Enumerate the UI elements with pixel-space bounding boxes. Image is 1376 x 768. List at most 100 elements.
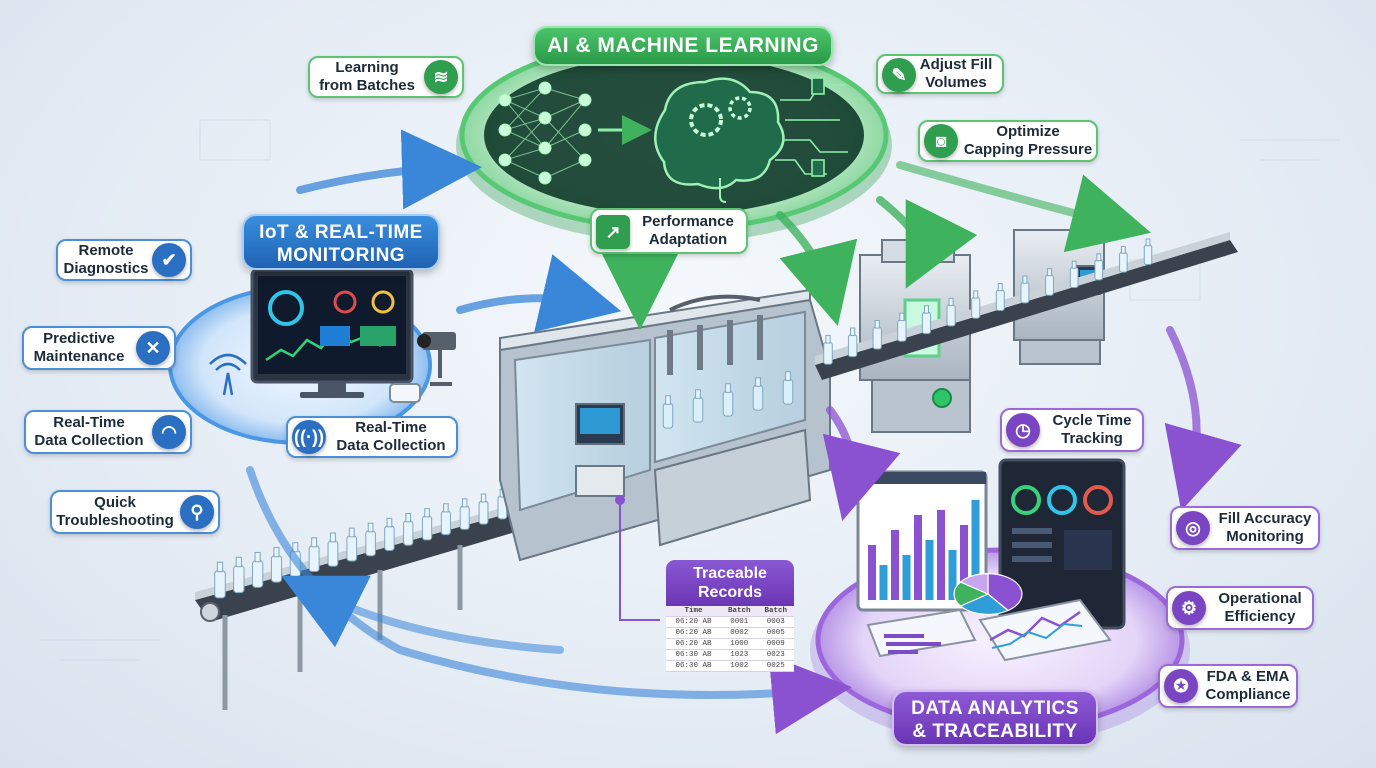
label-predictive-maintenance: Predictive Maintenance ✕ <box>22 326 176 370</box>
pie-slice <box>959 593 1010 615</box>
iot-to-analytics-arrow <box>246 466 852 735</box>
line-to-analytics-arrow <box>1164 326 1242 511</box>
label-fill-accuracy-monitoring: ◎ Fill Accuracy Monitoring <box>1170 506 1320 550</box>
bottle <box>214 561 226 599</box>
bottle <box>823 334 833 365</box>
ai-hub-title: AI & MACHINE LEARNING <box>533 26 833 66</box>
chart-gear-icon: ⚙ <box>1172 591 1206 625</box>
bottle <box>308 537 320 573</box>
bottle <box>233 556 245 594</box>
table-cell: 1023 <box>721 649 758 661</box>
bar <box>948 550 957 600</box>
bar <box>879 565 888 600</box>
table-cell: 0003 <box>757 616 794 628</box>
bottles-in-filler <box>662 371 794 429</box>
bottle <box>752 377 764 411</box>
bottle <box>403 512 414 546</box>
layers-icon: ≋ <box>424 60 458 94</box>
bottle <box>459 498 470 530</box>
analytics-hub-title: DATA ANALYTICS & TRACEABILITY <box>892 690 1098 746</box>
ai-to-line-arrow <box>776 211 858 327</box>
table-cell: 06:20 AB <box>666 627 722 639</box>
bar <box>868 545 876 600</box>
bottle <box>872 320 882 350</box>
wrench-screwdriver-icon: ✕ <box>136 331 170 365</box>
records-column-header: Batch <box>757 606 794 617</box>
bar-chart <box>868 500 980 600</box>
bar <box>902 555 911 600</box>
bottle <box>921 305 932 335</box>
label-fda-ema-compliance: ✪ FDA & EMA Compliance <box>1158 664 1298 708</box>
bottle <box>722 383 734 417</box>
table-cell: 0009 <box>757 638 794 650</box>
analytics-screen-right <box>998 458 1126 630</box>
table-cell: 0023 <box>757 649 794 661</box>
bottle <box>692 389 704 423</box>
traceable-records-title: Traceable Records <box>666 560 794 606</box>
table-cell: 1002 <box>721 660 758 672</box>
bar <box>914 515 922 600</box>
table-cell: 1000 <box>721 638 758 650</box>
camera-icon <box>417 332 456 386</box>
filler-to-analytics-arrow <box>822 406 901 522</box>
bottle <box>847 327 858 358</box>
dropper-icon: ✎ <box>882 58 916 92</box>
magnifier-gear-icon: ⚲ <box>180 495 214 529</box>
table-cell: 0005 <box>757 627 794 639</box>
bottle <box>782 371 794 405</box>
bar <box>925 540 934 600</box>
label-remote-diagnostics: Remote Diagnostics ✔ <box>56 239 192 281</box>
bottle <box>1143 238 1153 265</box>
neural-network-icon <box>498 81 592 185</box>
iot-hub-title: IoT & REAL-TIME MONITORING <box>242 214 440 270</box>
table-cell: 06:30 AB <box>666 660 722 672</box>
target-icon: ◎ <box>1176 511 1210 545</box>
label-real-time-data-collection: Real-Time Data Collection ◠ <box>24 410 192 454</box>
tablet-check-icon: ✔ <box>152 243 186 277</box>
table-cell: 0025 <box>757 660 794 672</box>
table-cell: 0002 <box>721 627 758 639</box>
table-cell: 06:20 AB <box>666 638 722 650</box>
label-optimize-capping-pressure: ◙ Optimize Capping Pressure <box>918 120 1098 162</box>
bottle <box>1020 275 1030 304</box>
sensor-device-icon <box>389 383 421 403</box>
bar <box>891 530 899 600</box>
bottle <box>365 522 376 557</box>
wifi-icon: ◠ <box>152 415 186 449</box>
label-operational-efficiency: ⚙ Operational Efficiency <box>1166 586 1314 630</box>
wifi-tower-icon <box>209 353 247 396</box>
bar <box>960 525 968 600</box>
bottle <box>995 282 1005 312</box>
bottle <box>346 527 358 562</box>
bottle <box>252 551 264 588</box>
bottle <box>662 395 674 429</box>
bottle <box>971 290 981 319</box>
ai-to-capper-arrow <box>876 196 978 289</box>
label-cycle-time-tracking: ◷ Cycle Time Tracking <box>1000 408 1144 452</box>
pie-chart <box>953 572 1023 615</box>
bottle <box>1094 253 1104 281</box>
filling-machine <box>499 288 831 562</box>
bottle <box>421 508 433 541</box>
certificate-icon: ✪ <box>1164 669 1198 703</box>
analytics-to-iot-arrow <box>281 575 564 654</box>
brain-icon <box>654 77 785 203</box>
iot-to-ai-arrow <box>296 129 482 210</box>
bottle <box>478 493 489 525</box>
records-column-header: Batch <box>721 606 758 617</box>
records-column-header: Time <box>666 606 722 617</box>
label-learning-from-batches: Learning from Batches ≋ <box>308 56 464 98</box>
bottles-right <box>823 238 1153 365</box>
bottle-cap-icon: ◙ <box>924 124 958 158</box>
table-cell: 0001 <box>721 616 758 628</box>
bottle <box>897 312 907 342</box>
ai-to-labeler-arrow <box>896 161 1152 253</box>
pie-slice <box>959 572 989 595</box>
